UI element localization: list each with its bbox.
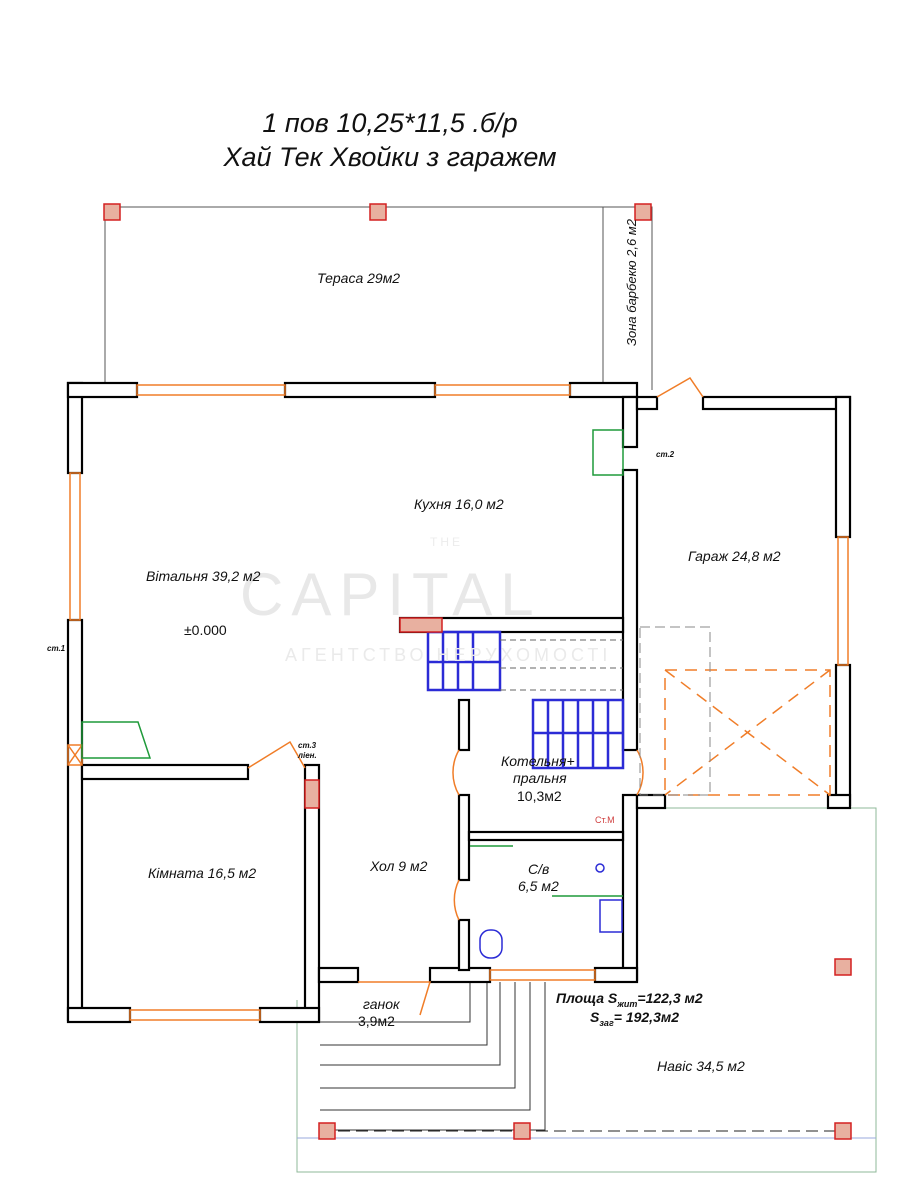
stairs (426, 630, 625, 770)
living-area-sub: жит (617, 998, 638, 1009)
st1-label: ст.1 (47, 644, 66, 653)
st3-label: ст.3 (298, 741, 317, 750)
total-area-value: = 192,3м2 (613, 1009, 679, 1025)
walls (66, 381, 852, 1024)
total-area: Sзаг= 192,3м2 (590, 1009, 679, 1028)
garage-dashed-outline (639, 626, 711, 796)
room-label: Кімната 16,5 м2 (148, 865, 257, 881)
title-line1: 1 пов 10,25*11,5 .б/р (262, 108, 518, 138)
stairs-upper (500, 639, 623, 691)
watermark-main: CAPITAL (240, 561, 542, 628)
total-area-sub: заг (599, 1017, 614, 1028)
boiler-label-1: Котельня+ (501, 753, 575, 769)
title-line2: Хай Тек Хвойки з гаражем (223, 142, 557, 172)
porch-label-2: 3,9м2 (358, 1013, 395, 1029)
st2-label: ст.2 (656, 450, 675, 459)
hall-label: Хол 9 м2 (370, 858, 428, 874)
columns (103, 203, 852, 1140)
terrace-outline (104, 206, 653, 390)
boiler-label-2: пральня (513, 770, 567, 786)
living-area-value: =122,3 м2 (637, 990, 703, 1006)
canopy-label: Навіс 34,5 м2 (657, 1058, 745, 1074)
total-area-label: S (590, 1009, 600, 1025)
garage-label: Гараж 24,8 м2 (688, 548, 781, 564)
terrace-label: Тераса 29м2 (317, 270, 401, 286)
living-area: Площа Sжит=122,3 м2 (556, 990, 703, 1009)
wc-label-2: 6,5 м2 (518, 878, 559, 894)
wc-fixtures (479, 863, 623, 959)
bbq-label: Зона барбекю 2,6 м2 (623, 219, 639, 346)
stm-label: Ст.М (595, 815, 615, 825)
st3-sub-label: ліен. (298, 751, 317, 760)
watermark-sub: АГЕНТСТВО НЕРУХОМОСТІ (285, 645, 612, 665)
canopy-outline (296, 807, 877, 1173)
boiler-label-3: 10,3м2 (517, 788, 562, 804)
kitchen-label: Кухня 16,0 м2 (414, 496, 504, 512)
level-label: ±0.000 (184, 622, 227, 638)
fixtures (81, 429, 624, 897)
porch-label-1: ганок (363, 996, 400, 1012)
porch-steps (320, 982, 546, 1131)
living-area-label: Площа S (556, 990, 618, 1006)
wc-label-1: С/в (528, 861, 550, 877)
watermark-top: THE (430, 535, 463, 549)
living-label: Вітальня 39,2 м2 (146, 568, 261, 584)
windows (67, 377, 849, 1021)
